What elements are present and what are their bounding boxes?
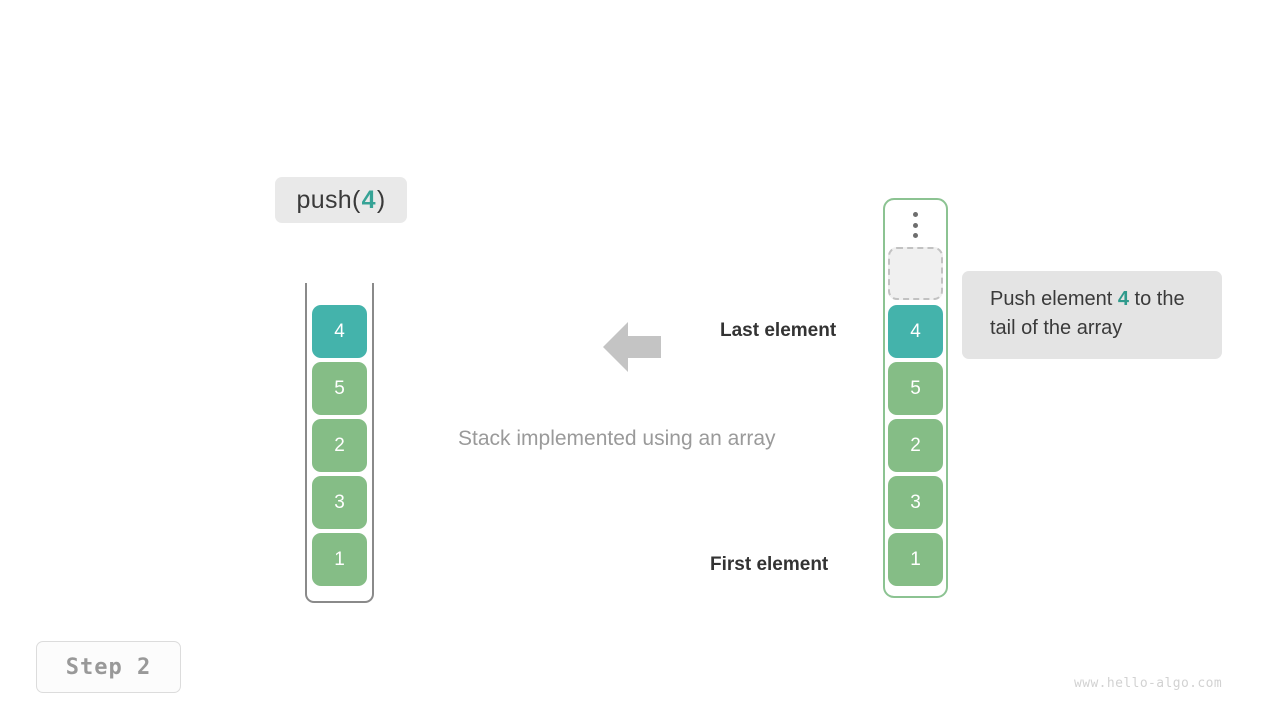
tooltip-accent-value: 4 (1117, 288, 1129, 310)
step-badge: Step 2 (36, 641, 181, 693)
array-cell: 1 (888, 533, 943, 586)
tooltip-text-after: to the tail of the array (990, 288, 1185, 339)
diagram-caption: Stack implemented using an array (458, 427, 776, 450)
stack-cell: 3 (312, 476, 367, 529)
tooltip-text-before: Push element (990, 288, 1118, 310)
ellipsis-dot (912, 233, 918, 238)
array-cell-list: 4 5 2 3 1 (888, 305, 943, 586)
stack-cell: 4 (312, 305, 367, 358)
ellipsis-dot (912, 222, 918, 228)
operation-prefix: push( (296, 185, 361, 214)
last-element-label: Last element (720, 320, 837, 341)
array-cell: 5 (888, 362, 943, 415)
stack-cell: 5 (312, 362, 367, 415)
first-element-label: First element (710, 554, 829, 575)
arrow-left-icon (602, 319, 662, 375)
stack-container (305, 283, 374, 603)
stack-cell: 1 (312, 533, 367, 586)
array-empty-slot (888, 247, 943, 300)
vertical-ellipsis-icon (910, 212, 920, 238)
array-cell: 4 (888, 305, 943, 358)
stack-cell: 2 (312, 419, 367, 472)
operation-label: push(4) (275, 177, 407, 223)
ellipsis-dot (912, 212, 918, 217)
array-cell: 3 (888, 476, 943, 529)
description-tooltip: Push element 4 to the tail of the array (962, 271, 1222, 359)
array-cell: 2 (888, 419, 943, 472)
operation-value: 4 (361, 185, 376, 214)
array-container (883, 198, 948, 598)
operation-suffix: ) (376, 185, 386, 214)
stack-cell-list: 4 5 2 3 1 (312, 305, 367, 586)
watermark: www.hello-algo.com (1074, 676, 1223, 691)
